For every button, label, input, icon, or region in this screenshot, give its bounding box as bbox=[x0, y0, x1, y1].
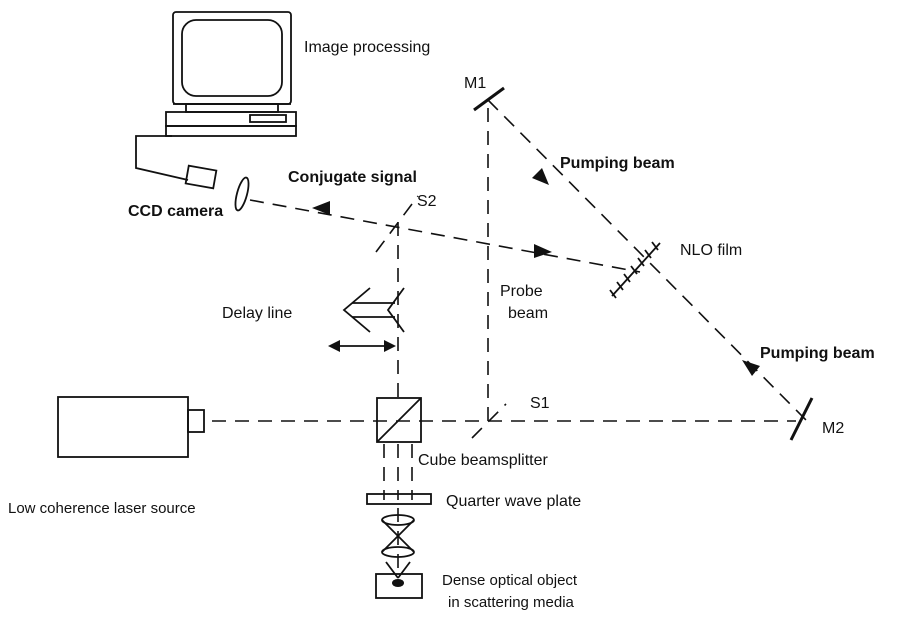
splitter-s1 bbox=[471, 403, 507, 439]
label-image-processing: Image processing bbox=[304, 39, 430, 56]
label-m1: M1 bbox=[464, 75, 486, 92]
delay-line-double-arrow bbox=[328, 340, 396, 352]
camera-cable bbox=[135, 135, 189, 181]
label-conjugate-signal: Conjugate signal bbox=[288, 169, 417, 186]
ccd-camera-icon bbox=[184, 164, 218, 190]
label-pumping-beam-top: Pumping beam bbox=[560, 155, 675, 172]
label-dense-object-2: in scattering media bbox=[448, 594, 575, 611]
arrow-pumping-right bbox=[742, 360, 760, 376]
label-m2: M2 bbox=[822, 420, 844, 437]
pumping-beam bbox=[487, 99, 807, 421]
objective-lens-icon bbox=[381, 514, 415, 579]
conjugate-signal-beam bbox=[249, 199, 641, 273]
camera-lens-icon bbox=[234, 176, 250, 212]
computer-monitor-icon bbox=[165, 11, 297, 137]
label-s1: S1 bbox=[530, 395, 550, 412]
arrow-conjugate-signal bbox=[312, 201, 330, 215]
label-s2: S2 bbox=[417, 193, 437, 210]
label-delay-line: Delay line bbox=[222, 305, 292, 322]
label-quarter-wave-plate: Quarter wave plate bbox=[446, 493, 581, 510]
laser-source-icon bbox=[57, 396, 205, 458]
label-cube-beamsplitter: Cube beamsplitter bbox=[418, 452, 549, 469]
splitter-s2 bbox=[375, 195, 419, 253]
arrow-probe-to-film bbox=[534, 244, 552, 258]
label-probe-beam-1: Probe bbox=[500, 283, 543, 300]
delay-line-icon bbox=[342, 287, 405, 333]
label-dense-object-1: Dense optical object bbox=[442, 572, 578, 589]
nlo-film-icon bbox=[609, 241, 661, 299]
label-ccd-camera: CCD camera bbox=[128, 203, 223, 220]
mirror-m2 bbox=[789, 397, 814, 441]
label-low-coherence-laser: Low coherence laser source bbox=[8, 500, 196, 517]
dense-optical-object-icon bbox=[375, 573, 423, 599]
label-nlo-film: NLO film bbox=[680, 242, 742, 259]
arrow-pumping-top bbox=[532, 168, 549, 185]
label-probe-beam-2: beam bbox=[508, 305, 548, 322]
mirror-m1 bbox=[473, 86, 505, 112]
label-pumping-beam-right: Pumping beam bbox=[760, 345, 875, 362]
quarter-wave-plate-icon bbox=[366, 493, 432, 505]
cube-beamsplitter-icon bbox=[376, 397, 422, 443]
